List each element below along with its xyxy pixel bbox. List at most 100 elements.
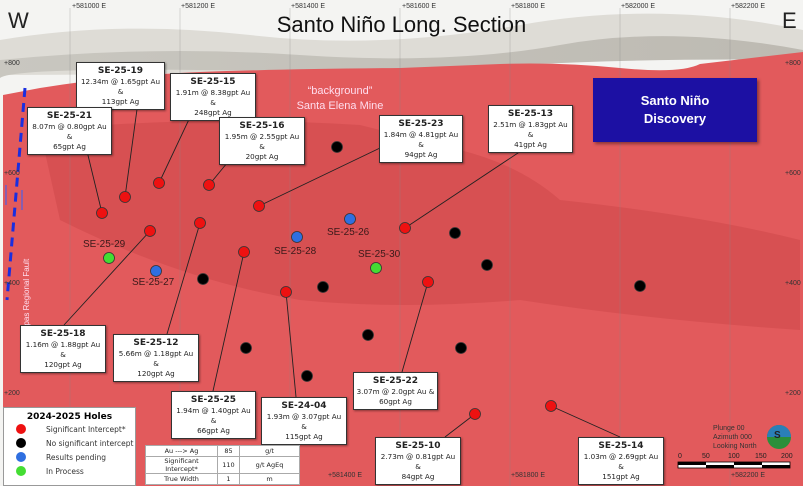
cell: 110 (217, 456, 240, 474)
callout-silver: 248gpt Ag (194, 108, 232, 117)
callout-hole-id: SE-25-21 (46, 111, 93, 121)
legend: 2024-2025 Holes Significant Intercept* N… (3, 407, 136, 486)
background-note-line2: Santa Elena Mine (296, 100, 384, 112)
no-intercept-hole-marker (634, 280, 646, 292)
legend-label: No significant intercept (46, 438, 134, 448)
callout-silver: 65gpt Ag (53, 142, 86, 151)
blue-dot-icon (16, 452, 26, 462)
elevation-label: +800 (785, 60, 801, 67)
significant-hole-marker (238, 246, 250, 258)
significant-hole-marker (422, 276, 434, 288)
red-dot-icon (16, 424, 26, 434)
scale-label: 100 (728, 453, 740, 460)
discovery-line2: Discovery (643, 111, 707, 126)
callout-silver: 113gpt Ag (101, 97, 140, 106)
globe-letter: S (774, 430, 781, 441)
callout-hole-id: SE-25-16 (239, 121, 285, 131)
scale-label: 0 (678, 453, 682, 460)
callout-hole-id: SE-24-04 (281, 401, 327, 411)
elevation-label: +400 (4, 280, 20, 287)
easting-label-bottom: +582200 E (731, 472, 766, 479)
callout-hole-id: SE-25-23 (398, 119, 444, 129)
callout-intercept: 1.03m @ 2.69gpt Au & (583, 452, 659, 471)
significant-hole-marker (153, 177, 165, 189)
callout-intercept: 2.51m @ 1.83gpt Au & (493, 120, 568, 139)
pending-hole-marker (150, 265, 162, 277)
callout-silver: 20gpt Ag (245, 152, 279, 161)
in-process-hole-marker (370, 262, 382, 274)
significant-hole-marker (203, 179, 215, 191)
significant-hole-marker (96, 207, 108, 219)
cell: g/t AgEq (239, 456, 300, 474)
callout-hole-id: SE-25-18 (40, 329, 86, 339)
no-intercept-hole-marker (455, 342, 467, 354)
elevation-label: +800 (4, 60, 20, 67)
cell: 85 (217, 445, 240, 457)
no-intercept-hole-marker (240, 342, 252, 354)
significant-hole-marker (144, 225, 156, 237)
legend-item: In Process (4, 464, 135, 478)
callout-hole-id: SE-25-19 (97, 66, 144, 76)
no-intercept-hole-marker (481, 259, 493, 271)
view-orientation: Plunge 00 Azimuth 000 Looking North (713, 424, 757, 451)
significant-hole-marker (399, 222, 411, 234)
callout-intercept: 12.34m @ 1.65gpt Au & (80, 77, 161, 96)
callout-intercept: 3.07m @ 2.0gpt Au & (356, 387, 435, 396)
callout-silver: 120gpt Ag (137, 369, 175, 378)
cell: g/t (239, 445, 300, 457)
callout-hole-id: SE-25-14 (598, 441, 644, 451)
easting-label-bottom: +581400 E (328, 472, 363, 479)
significant-hole-marker (119, 191, 131, 203)
easting-label: +582000 E (621, 3, 656, 10)
legend-item: No significant intercept (4, 436, 135, 450)
looking-text: Looking North (713, 443, 757, 450)
background-note-line1: “background” (307, 85, 373, 97)
significant-hole-marker (280, 286, 292, 298)
callout-intercept: 1.93m @ 3.07gpt Au & (266, 412, 342, 431)
legend-item: Results pending (4, 450, 135, 464)
easting-label: +581400 E (291, 3, 326, 10)
green-dot-icon (16, 466, 26, 476)
callout-silver: 151gpt Ag (602, 472, 640, 481)
legend-label: In Process (46, 466, 84, 476)
no-intercept-hole-marker (197, 273, 209, 285)
no-intercept-hole-marker (362, 329, 374, 341)
callout-intercept: 1.84m @ 4.81gpt Au & (383, 130, 459, 149)
callout-intercept: 1.94m @ 1.40gpt Au & (176, 406, 251, 425)
easting-label-bottom: +581800 E (511, 472, 546, 479)
pending-hole-marker (291, 231, 303, 243)
easting-label: +581000 E (72, 3, 107, 10)
cell: True Width (145, 473, 218, 485)
regional-fault-line (5, 87, 27, 301)
callout-hole-id: SE-25-10 (395, 441, 441, 451)
significant-hole-marker (545, 400, 557, 412)
cell: Au ---> Ag (145, 445, 218, 457)
easting-label: +581800 E (511, 3, 546, 10)
scale-label: 50 (702, 453, 710, 460)
callout-intercept: 8.07m @ 0.80gpt Au & (32, 122, 107, 141)
callout-silver: 41gpt Ag (514, 140, 547, 149)
mine-workings (40, 121, 800, 330)
background-note: “background” Santa Elena Mine (280, 84, 400, 114)
host-rock-zone (3, 52, 803, 486)
easting-label: +581600 E (402, 3, 437, 10)
no-intercept-hole-marker (331, 141, 343, 153)
scale-bar (677, 461, 791, 469)
topo-band (0, 36, 803, 78)
cell: 1 (217, 473, 240, 485)
elevation-label: +600 (4, 170, 20, 177)
